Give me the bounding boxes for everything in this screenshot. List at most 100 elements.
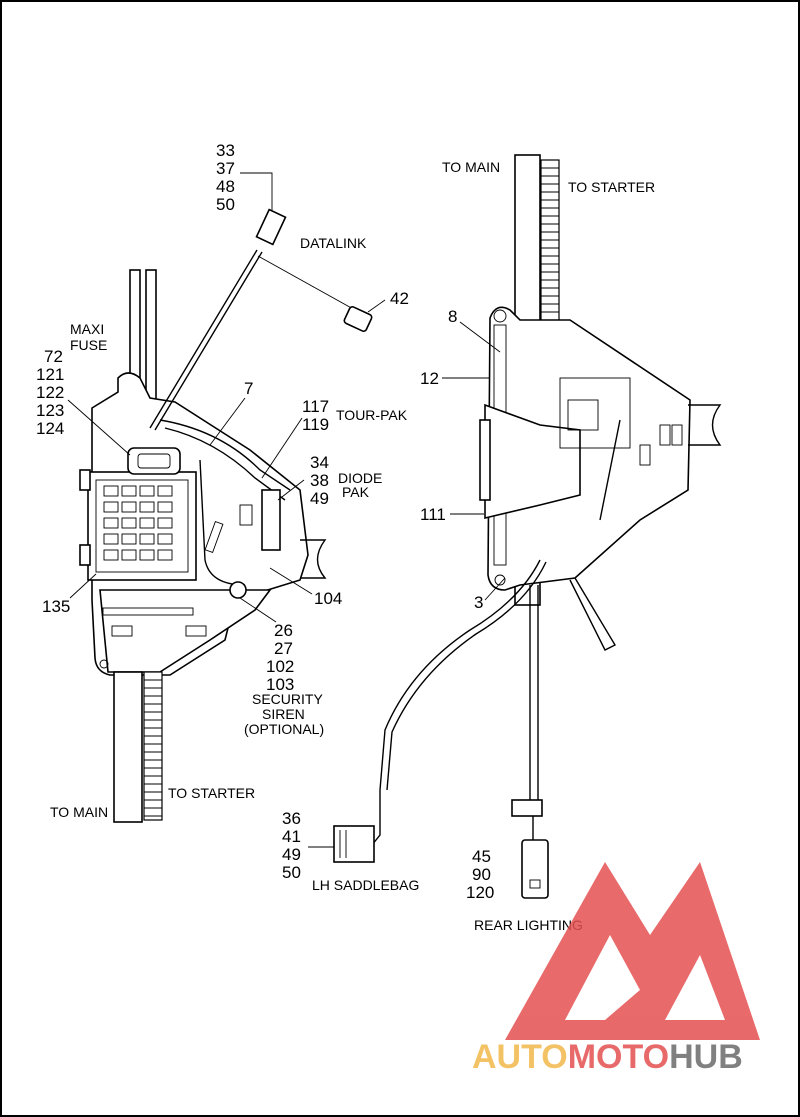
watermark-text-hub: HUB — [669, 1038, 743, 1076]
right-bracket-body — [487, 306, 691, 591]
callout-27: 27 — [274, 639, 293, 658]
cone-flange — [479, 419, 491, 501]
text-labels: 33 37 48 50 DATALINK 42 MAXI FUSE 72 121… — [36, 141, 655, 933]
datalink-lead — [257, 255, 356, 311]
watermark: AUTOMOTOHUB — [472, 862, 760, 1076]
callout-117: 117 — [302, 397, 329, 416]
datalink-plug — [343, 305, 373, 333]
callout-12: 12 — [420, 369, 439, 388]
right-leader-lines — [308, 321, 506, 848]
datalink-label: DATALINK — [300, 235, 367, 251]
fuse-grid — [103, 485, 173, 561]
callout-50-right: 50 — [282, 863, 301, 882]
watermark-text-moto: MOTO — [568, 1038, 669, 1076]
right-diagonal-cable — [569, 577, 616, 651]
left-clip-2 — [185, 625, 207, 637]
diode-pak-label-1: DIODE — [338, 470, 382, 486]
callout-7: 7 — [244, 379, 253, 398]
right-to-starter-label: TO STARTER — [568, 179, 655, 195]
right-to-main-label: TO MAIN — [442, 159, 500, 175]
callout-41: 41 — [282, 827, 301, 846]
rear-lighting-boot — [511, 799, 543, 817]
callout-124: 124 — [36, 419, 64, 438]
vent-1 — [659, 424, 671, 446]
saddlebag-lead-1 — [371, 559, 541, 846]
callout-50: 50 — [216, 195, 235, 214]
callout-42: 42 — [390, 289, 409, 308]
callout-104: 104 — [314, 589, 342, 608]
harness-route-2 — [164, 427, 286, 501]
security-label-1: SECURITY — [252, 691, 323, 707]
rear-lighting-connector — [521, 839, 549, 899]
callout-34: 34 — [310, 453, 329, 472]
maxi-fuse-label-2: FUSE — [70, 337, 107, 353]
diode-pak — [261, 489, 281, 551]
right-tube-stub — [688, 404, 722, 446]
diode-pak-label-2: PAK — [342, 484, 370, 500]
fuse-box-tab-bottom — [79, 544, 91, 566]
callout-37: 37 — [216, 159, 235, 178]
svg-text:AUTOMOTOHUB: AUTOMOTOHUB — [472, 1038, 743, 1076]
right-relay — [567, 399, 599, 431]
left-tube-stub — [300, 539, 327, 579]
callout-45: 45 — [472, 847, 491, 866]
callout-121: 121 — [36, 365, 64, 384]
callout-135: 135 — [42, 597, 70, 616]
tour-pak-label: TOUR-PAK — [336, 407, 408, 423]
vent-3 — [639, 444, 651, 466]
left-to-starter-cable — [143, 671, 163, 821]
callout-119: 119 — [302, 415, 329, 434]
right-assembly — [308, 154, 722, 899]
fuse-box — [87, 471, 197, 581]
maxi-fuse-label-1: MAXI — [70, 321, 104, 337]
right-mount-hole-top — [493, 309, 507, 323]
callout-48: 48 — [216, 177, 235, 196]
callout-90: 90 — [472, 865, 491, 884]
callout-8: 8 — [448, 307, 457, 326]
fuse-box-tab-top — [79, 469, 91, 491]
callout-72: 72 — [44, 347, 63, 366]
right-module — [559, 377, 631, 449]
lh-saddlebag-label: LH SADDLEBAG — [312, 877, 419, 893]
watermark-text-auto: AUTO — [472, 1038, 568, 1076]
callout-123: 123 — [36, 401, 64, 420]
callout-38: 38 — [310, 471, 329, 490]
callout-111: 111 — [420, 505, 446, 524]
harness-route-1 — [159, 419, 291, 491]
left-assembly — [67, 172, 386, 823]
left-mount-hole — [99, 659, 109, 669]
left-slot — [102, 607, 194, 616]
vent-2 — [671, 424, 683, 446]
callout-3: 3 — [474, 593, 483, 612]
security-clip — [204, 520, 224, 554]
security-label-2: SIREN — [262, 706, 305, 722]
left-clip-1 — [111, 625, 133, 637]
maxi-fuse — [127, 447, 181, 475]
left-to-main-tube — [113, 671, 143, 823]
saddlebag-lead-2 — [386, 561, 547, 791]
callout-120: 120 — [466, 883, 494, 902]
left-starter-ribs — [144, 679, 162, 817]
left-lower-plate — [99, 589, 272, 673]
callout-49-right: 49 — [282, 845, 301, 864]
callout-26: 26 — [274, 621, 293, 640]
right-strap — [599, 419, 621, 521]
security-siren-connector — [229, 581, 247, 599]
datalink-wire-1 — [154, 251, 263, 431]
cone-boot — [484, 403, 581, 520]
maxi-fuse-window — [137, 453, 171, 469]
datalink-wire-2 — [149, 249, 258, 429]
callout-36: 36 — [282, 809, 301, 828]
right-mount-hole-bottom — [494, 574, 506, 586]
datalink-connector — [255, 208, 287, 246]
fuse-box-inner — [95, 479, 189, 573]
rear-lighting-label: REAR LIGHTING — [474, 917, 583, 933]
rear-lighting-latch — [529, 879, 541, 889]
left-to-starter-label: TO STARTER — [168, 785, 255, 801]
callout-49: 49 — [310, 489, 329, 508]
relay-clip — [239, 504, 253, 526]
callout-103: 103 — [266, 675, 294, 694]
callout-102: 102 — [266, 657, 294, 676]
